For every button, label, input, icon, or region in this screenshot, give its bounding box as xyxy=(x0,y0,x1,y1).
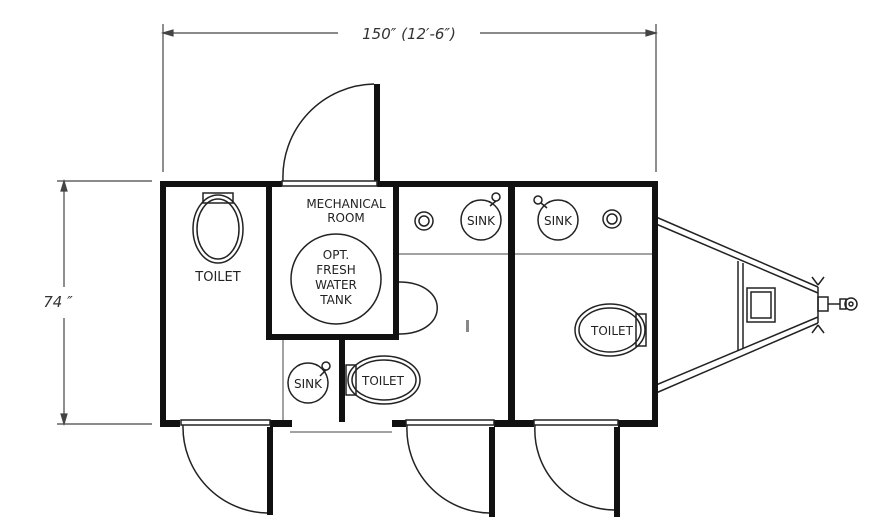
height-dimension xyxy=(57,178,152,427)
water-tank-label-line3: WATER xyxy=(315,278,357,292)
counter-lines xyxy=(282,253,652,433)
width-dimension xyxy=(160,24,659,172)
height-dimension-label: 74 ″ xyxy=(43,293,73,311)
left-toilet-door[interactable] xyxy=(180,419,273,515)
left-toilet-label: TOILET xyxy=(194,270,240,285)
right-toilet-fixture xyxy=(574,303,647,357)
water-tank-label-line4: TANK xyxy=(319,293,353,307)
water-tank-label-line1: OPT. xyxy=(323,248,349,262)
water-tank xyxy=(290,233,382,325)
middle-toilet-label: TOILET xyxy=(361,374,405,388)
width-dimension-label: 150″ (12′-6″) xyxy=(362,25,456,43)
small-sink-label: SINK xyxy=(294,377,323,391)
middle-toilet-fixture xyxy=(345,355,421,405)
urinal-fixture xyxy=(398,281,438,335)
mechanical-room-label-line1: MECHANICAL xyxy=(306,197,386,211)
right-sink-label: SINK xyxy=(544,214,573,228)
mechanical-room-label-line2: ROOM xyxy=(327,211,365,225)
exterior-walls xyxy=(160,181,658,427)
right-sink-fixture xyxy=(533,195,622,241)
interior-walls xyxy=(266,186,515,422)
middle-sink-label: SINK xyxy=(467,214,496,228)
middle-sink-fixture xyxy=(414,192,502,241)
middle-toilet-door[interactable] xyxy=(405,419,495,517)
right-toilet-door[interactable] xyxy=(533,419,620,517)
right-toilet-label: TOILET xyxy=(590,324,634,338)
left-toilet-fixture xyxy=(192,192,244,264)
water-tank-label-line2: FRESH xyxy=(316,263,355,277)
small-sink-fixture xyxy=(287,361,331,404)
trailer-hitch xyxy=(655,216,858,394)
mechanical-room-door[interactable] xyxy=(281,83,380,187)
